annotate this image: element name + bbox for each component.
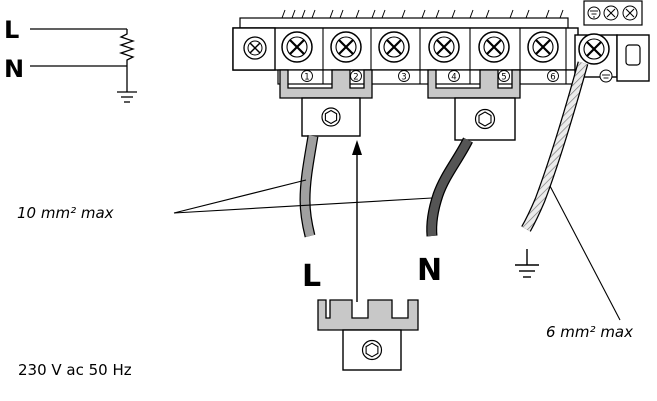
loose-bridge-comb [317,299,419,331]
arrow-up-icon [352,140,362,155]
callout-line-n [173,197,433,214]
phase-neutral-size-label: 10 mm² max [17,204,114,222]
schematic: L N [4,16,137,103]
terminal-block: 1 2 3 4 5 6 [232,0,650,85]
callout-lines [173,179,621,321]
bridge-right [427,69,521,141]
wire-earth [522,61,588,232]
terminal-screw-4-icon [428,31,460,63]
terminal-screw-3-icon [378,31,410,63]
terminal-number-5: 5 [501,73,506,83]
schematic-n-label: N [4,55,24,83]
callout-line-l [173,179,307,214]
earth-small-symbol-icon [599,69,613,83]
earth-symbol-icon [587,6,601,20]
earth-ground-icon [515,249,539,278]
terminal-number-3: 3 [401,73,406,83]
wire-n-label: N [417,253,442,288]
loose-bridge [317,299,419,371]
wires [299,61,589,238]
terminal-screw-5-icon [478,31,510,63]
earth-size-label: 6 mm² max [546,323,633,341]
wire-n [427,138,472,237]
bridge-right-comb [427,69,521,99]
terminal-number-4: 4 [451,73,456,83]
supply-label: 230 V ac 50 Hz [18,361,132,379]
bridge-left [279,69,373,137]
schematic-l-label: L [4,16,19,44]
terminal-top-ticks [281,9,564,19]
earth-screw-icon [578,33,610,65]
terminal-number-2: 2 [353,73,358,83]
terminal-number-6: 6 [550,73,555,83]
end-screw-icon [243,36,267,60]
terminal-screw-1-icon [281,31,313,63]
terminal-screw-6-icon [527,31,559,63]
callout-line-earth [549,185,621,321]
wire-l-label: L [302,259,321,294]
terminal-screw-2-icon [330,31,362,63]
heater-resistor-icon [118,29,136,66]
terminal-number-1: 1 [304,73,309,83]
terminal-screws [281,31,610,65]
terminal-numbers: 1 2 3 4 5 6 [301,70,559,83]
move-arrow [352,140,362,302]
wire-l [300,135,318,238]
bridge-left-comb [279,69,373,99]
